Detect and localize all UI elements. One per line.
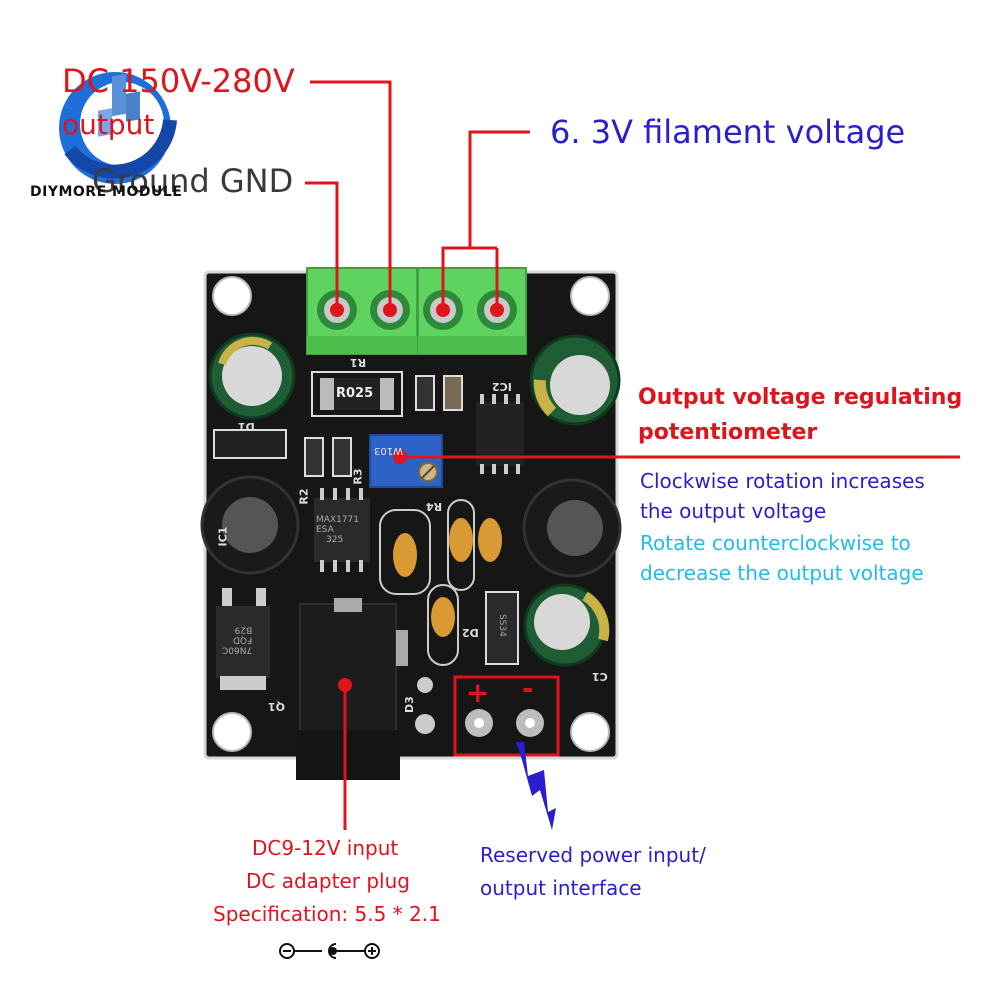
silk-d1: D1 bbox=[238, 420, 255, 434]
resistor-small-2 bbox=[332, 437, 352, 477]
label-dc-input-line3: Specification: 5.5 * 2.1 bbox=[213, 902, 441, 926]
ic1-marking-line1: MAX1771 bbox=[316, 515, 359, 525]
silk-d2: D2 bbox=[462, 626, 479, 640]
resistor-r1 bbox=[311, 371, 403, 417]
inductor-right bbox=[522, 478, 622, 578]
ceramic-cap-2 bbox=[449, 518, 473, 562]
mosfet-marking: 7N60C FQD B29 bbox=[222, 624, 253, 655]
label-clockwise-line1: Clockwise rotation increases bbox=[640, 469, 925, 493]
silk-ic2: IC2 bbox=[492, 380, 512, 394]
leader-ground bbox=[305, 181, 339, 310]
potentiometer bbox=[369, 434, 443, 488]
capacitor-top-right bbox=[529, 334, 621, 426]
ic1-marking-line2: ESA bbox=[316, 524, 334, 535]
mosfet-marking-line3: B29 bbox=[234, 624, 253, 635]
diode-d2 bbox=[485, 591, 519, 665]
capacitor-c8 bbox=[443, 375, 463, 411]
label-hv-output-line2: output bbox=[62, 108, 155, 141]
label-ground: Ground GND bbox=[92, 162, 294, 200]
capacitor-top-left bbox=[208, 332, 296, 420]
d2-marking: SS34 bbox=[496, 613, 507, 637]
reserved-interface bbox=[453, 675, 560, 757]
ic2-chip bbox=[476, 394, 524, 474]
inductor-left bbox=[200, 475, 300, 575]
label-clockwise-line2: the output voltage bbox=[640, 499, 827, 523]
label-ccw-line2: decrease the output voltage bbox=[640, 561, 924, 585]
label-reserved-line1: Reserved power input/ bbox=[480, 843, 706, 867]
label-hv-output-line1: DC 150V-280V bbox=[62, 62, 295, 100]
mosfet-marking-line1: 7N60C bbox=[222, 644, 253, 655]
label-pot-title-line1: Output voltage regulating bbox=[638, 385, 963, 410]
leader-hv-output bbox=[310, 80, 392, 310]
mosfet-marking-line2: FQD bbox=[233, 634, 253, 645]
diode-d3-pad-bottom bbox=[415, 714, 435, 734]
silk-d3: D3 bbox=[402, 696, 416, 713]
annotation-lines bbox=[305, 80, 960, 830]
resistor-r5 bbox=[415, 375, 435, 411]
silk-ic1: IC1 bbox=[216, 526, 230, 547]
brand-logo-text: DIYMORE MODULE bbox=[30, 184, 183, 200]
mount-hole-top-left bbox=[212, 276, 252, 316]
ic1-marking: MAX1771 ESA 325 bbox=[316, 515, 359, 546]
ic1-marking-line3: 325 bbox=[326, 534, 344, 545]
silk-r3: R3 bbox=[351, 468, 365, 485]
brand-logo-icon bbox=[59, 72, 177, 184]
silk-r4: R4 bbox=[426, 500, 443, 514]
silk-r2: R2 bbox=[297, 488, 311, 505]
lightning-bolt-icon bbox=[516, 742, 556, 830]
label-dc-input-line1: DC9-12V input bbox=[252, 836, 399, 860]
label-dc-input-line2: DC adapter plug bbox=[246, 869, 410, 893]
label-pot-title-line2: potentiometer bbox=[638, 420, 818, 445]
ceramic-cap-3 bbox=[478, 518, 502, 562]
annotation-dots bbox=[330, 303, 504, 692]
terminal-block-hv bbox=[306, 267, 418, 355]
diode-d1 bbox=[213, 429, 287, 459]
capacitor-bottom-right bbox=[523, 583, 610, 667]
silk-c1: C1 bbox=[592, 670, 608, 684]
mosfet-q1 bbox=[216, 588, 270, 690]
silk-q1: Q1 bbox=[268, 700, 286, 714]
ic1-chip bbox=[314, 488, 370, 572]
ceramic-cap-4 bbox=[431, 597, 455, 637]
mount-hole-top-right bbox=[570, 276, 610, 316]
dc-jack bbox=[296, 598, 408, 780]
label-filament: 6. 3V filament voltage bbox=[550, 113, 906, 151]
plus-sign: + bbox=[466, 676, 490, 709]
diode-d3-pad-top bbox=[417, 677, 433, 693]
terminal-block-filament bbox=[417, 267, 527, 355]
label-reserved-line2: output interface bbox=[480, 876, 642, 900]
mount-hole-bottom-left bbox=[212, 712, 252, 752]
pot-marking: W103 bbox=[374, 445, 403, 456]
mount-hole-bottom-right bbox=[570, 712, 610, 752]
silk-r1: R1 bbox=[350, 356, 367, 370]
minus-sign: - bbox=[522, 672, 534, 705]
resistor-small-1 bbox=[304, 437, 324, 477]
ceramic-cap-1 bbox=[393, 533, 417, 577]
r1-marking: R025 bbox=[336, 386, 374, 401]
label-ccw-line1: Rotate counterclockwise to bbox=[640, 531, 911, 555]
dc-polarity-symbol bbox=[279, 943, 380, 959]
